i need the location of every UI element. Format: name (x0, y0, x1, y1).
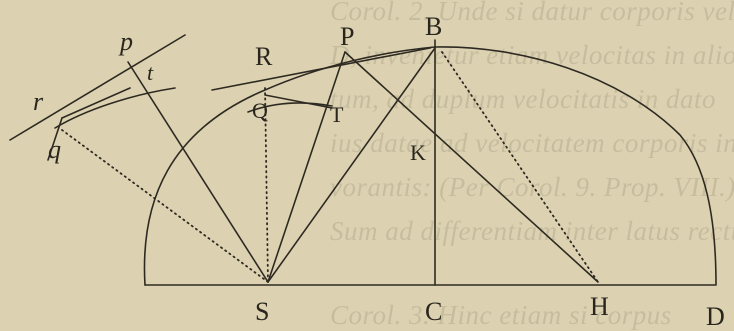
label-S: S (255, 297, 269, 326)
label-K: K (410, 140, 426, 165)
label-p-small: p (118, 27, 133, 56)
label-C: C (425, 297, 442, 326)
semi-ellipse-curve (143, 46, 717, 286)
dotted-q-S (61, 129, 269, 283)
ghost-line: vorantis: (Per Corol. 9. Prop. VIII.) de… (330, 172, 734, 202)
label-H: H (590, 292, 609, 321)
ghost-line: Corol. 3. Hinc etiam si corpus (330, 300, 672, 330)
ghost-line: Corol. 2. Unde si datur corporis velo- (330, 0, 734, 26)
dotted-R-S (264, 87, 269, 283)
label-t-small: t (147, 60, 154, 85)
label-R: R (255, 42, 273, 71)
label-D: D (706, 302, 725, 331)
tangent-line-rp (9, 34, 186, 141)
label-P: P (340, 22, 354, 51)
label-B: B (425, 12, 442, 41)
line-qt-small (61, 87, 131, 119)
line-p-S (127, 61, 269, 283)
line-P-S (267, 51, 346, 283)
ghost-line: ius datae ad velocitatem corporis in cir… (330, 128, 734, 158)
label-T: T (330, 102, 344, 127)
ghost-line: tum, ad duplum velocitatis in dato (330, 84, 716, 114)
label-q-small: q (48, 135, 61, 164)
tangent-line-RP (211, 47, 431, 91)
curve-segment-left (54, 87, 176, 129)
line-P-H (344, 51, 599, 283)
arc-qt (247, 102, 333, 113)
line-Q-T (264, 94, 333, 109)
line-B-S (267, 47, 436, 283)
label-r-small: r (33, 87, 44, 116)
label-Q: Q (252, 98, 268, 123)
dotted-B-H (441, 51, 599, 283)
line-q-segment (47, 117, 63, 161)
